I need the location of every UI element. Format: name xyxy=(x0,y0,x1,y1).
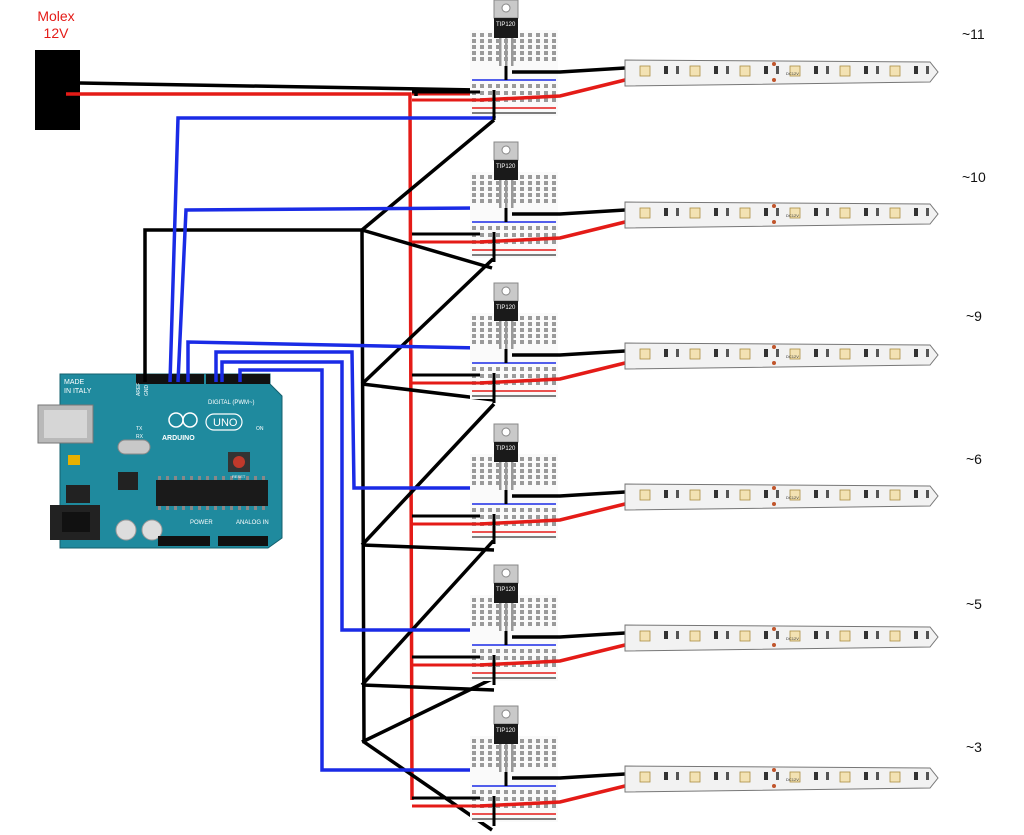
power-label: POWER xyxy=(190,520,213,526)
on-label: ON xyxy=(256,426,264,432)
channels: TIP120DC12VTIP120DC12VTIP120DC12VTIP120D… xyxy=(412,0,939,826)
capacitor-1 xyxy=(115,519,137,541)
pin-label-9: ~9 xyxy=(966,308,982,324)
strip-marking: DC12V xyxy=(786,777,799,782)
tip120-transistor: TIP120 xyxy=(493,705,519,772)
signal-wire-5 xyxy=(220,360,480,632)
tip120-transistor: TIP120 xyxy=(493,0,519,66)
digital-label: DIGITAL (PWM~) xyxy=(208,400,255,406)
digital-header-right xyxy=(206,374,270,384)
led-strip: DC12V xyxy=(624,765,939,793)
strip-marking: DC12V xyxy=(786,213,799,218)
led-strip: DC12V xyxy=(624,342,939,370)
microcontroller-chip xyxy=(156,480,268,506)
rx-label: RX xyxy=(136,434,144,440)
analog-label: ANALOG IN xyxy=(236,520,269,526)
analog-header xyxy=(218,536,268,546)
signal-wires xyxy=(168,76,496,772)
pin-label-10: ~10 xyxy=(962,169,986,185)
signal-wire-10 xyxy=(176,206,481,383)
strip-ground-wire xyxy=(512,631,626,639)
led-strip: DC12V xyxy=(624,624,939,652)
made-in-line2: IN ITALY xyxy=(64,388,92,395)
strip-marking: DC12V xyxy=(786,71,799,76)
crystal xyxy=(117,439,151,455)
pin-label-5: ~5 xyxy=(966,596,982,612)
signal-wire-6 xyxy=(214,350,480,490)
tip120-transistor: TIP120 xyxy=(493,282,519,349)
breadboard xyxy=(470,454,558,540)
led-strip: DC12V xyxy=(624,201,939,229)
tip120-transistor: TIP120 xyxy=(493,141,519,208)
tip120-label: TIP120 xyxy=(496,587,516,593)
strip-ground-wire xyxy=(512,490,626,498)
gnd-label: GND xyxy=(144,385,150,397)
tx-label: TX xyxy=(136,426,143,432)
arduino-uno-board: MADE IN ITALY AREF GND DIGITAL (PWM~) AR… xyxy=(37,373,283,549)
strip-power-wire xyxy=(479,361,626,385)
pin-label-3: ~3 xyxy=(966,739,982,755)
strip-marking: DC12V xyxy=(786,636,799,641)
tip120-label: TIP120 xyxy=(496,446,516,452)
capacitor-2 xyxy=(141,519,163,541)
tip120-label: TIP120 xyxy=(496,305,516,311)
strip-power-wire xyxy=(479,643,626,667)
molex-ground-wire xyxy=(79,81,479,92)
arduino-model: UNO xyxy=(213,417,238,429)
reset-label: RESET xyxy=(232,474,246,479)
tip120-label: TIP120 xyxy=(496,22,516,28)
aref-label: AREF xyxy=(136,383,142,396)
strip-power-wire xyxy=(479,784,626,808)
strip-power-wire xyxy=(479,78,626,102)
molex-label: Molex 12V xyxy=(16,8,96,42)
strip-marking: DC12V xyxy=(786,354,799,359)
strip-ground-wire xyxy=(512,208,626,216)
arduino-brand: ARDUINO xyxy=(162,435,195,442)
led-strip: DC12V xyxy=(624,59,939,87)
pin-label-6: ~6 xyxy=(966,451,982,467)
ground-bus xyxy=(143,90,496,832)
signal-wire-11 xyxy=(168,116,494,383)
molex-label-line2: 12V xyxy=(43,25,69,41)
molex-power-bus xyxy=(66,92,414,801)
strip-ground-wire xyxy=(512,66,626,74)
made-in-line1: MADE xyxy=(64,379,85,386)
molex-label-line1: Molex xyxy=(37,8,75,24)
power-header xyxy=(158,536,210,546)
strip-ground-wire xyxy=(512,772,626,780)
molex-connector xyxy=(35,50,80,130)
tip120-label: TIP120 xyxy=(496,164,516,170)
tip120-label: TIP120 xyxy=(496,728,516,734)
signal-wire-3 xyxy=(238,368,480,772)
tip120-transistor: TIP120 xyxy=(493,564,519,631)
tip120-transistor: TIP120 xyxy=(493,423,519,490)
strip-power-wire xyxy=(479,502,626,526)
signal-wire-9 xyxy=(186,340,481,382)
led-strip: DC12V xyxy=(624,483,939,511)
strip-marking: DC12V xyxy=(786,495,799,500)
strip-power-wire xyxy=(479,220,626,244)
pin-label-11: ~11 xyxy=(962,26,985,42)
strip-ground-wire xyxy=(512,349,626,357)
